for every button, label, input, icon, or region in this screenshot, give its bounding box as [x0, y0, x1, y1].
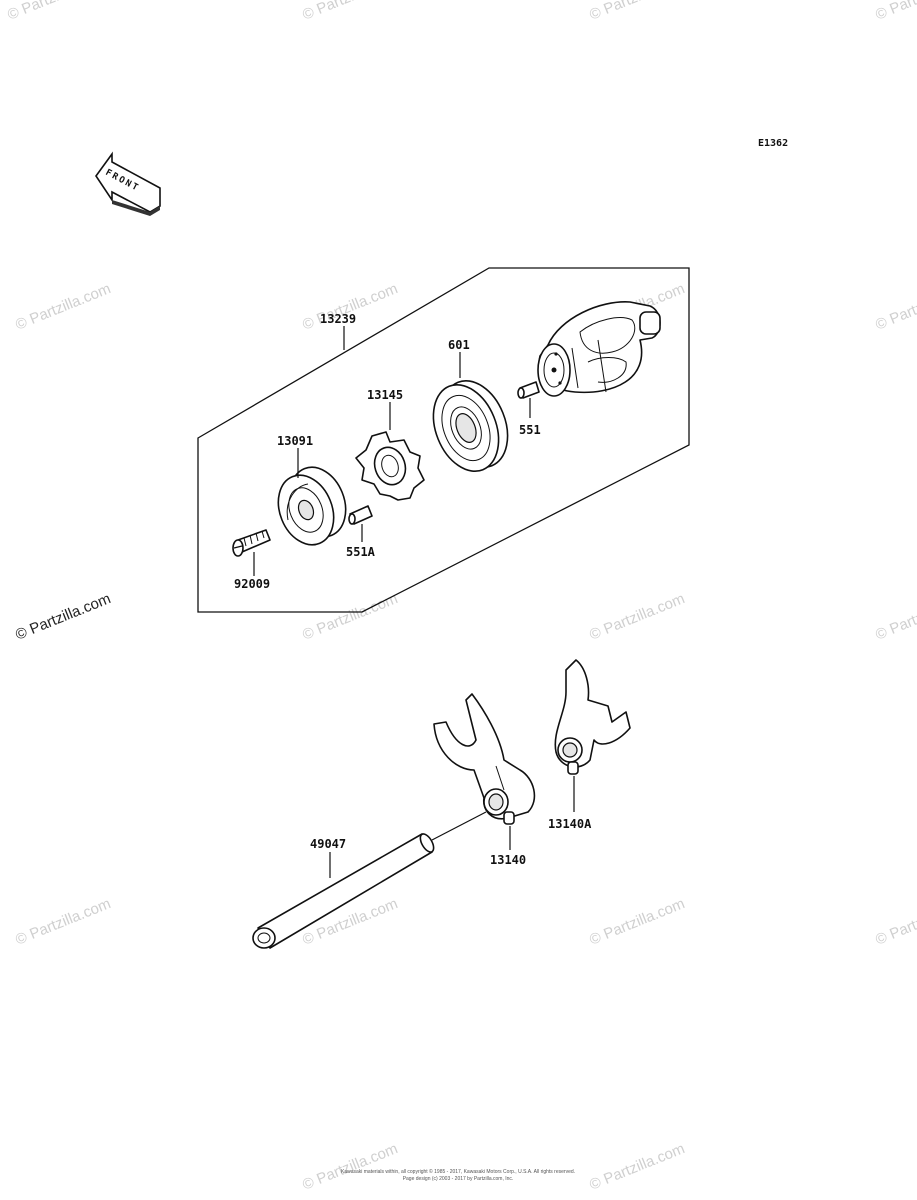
- part-label-92009: 92009: [234, 577, 270, 591]
- part-label-551a: 551A: [346, 545, 376, 559]
- bearing-601: [432, 379, 509, 473]
- part-label-13239: 13239: [320, 312, 356, 326]
- part-label-13140: 13140: [490, 853, 526, 867]
- shift-drum: [537, 301, 661, 397]
- diagram-code: E1362: [758, 138, 788, 149]
- copyright-line: Page design (c) 2003 - 2017 by Partzilla…: [403, 1176, 514, 1182]
- part-label-13140a: 13140A: [548, 817, 592, 831]
- part-label-551: 551: [519, 423, 541, 437]
- watermark: © Partzilla.com: [13, 590, 113, 644]
- assembly-outline: [197, 267, 690, 613]
- watermark: © Partzilla.com: [587, 0, 687, 24]
- watermark: © Partzilla.com: [300, 1140, 400, 1194]
- copyright-line: Kawasaki materials within, all copyright…: [341, 1168, 575, 1175]
- part-label-13091: 13091: [277, 434, 313, 448]
- watermark: © Partzilla.com: [873, 280, 917, 334]
- watermark: © Partzilla.com: [587, 1140, 687, 1194]
- watermark: © Partzilla.com: [587, 590, 687, 644]
- part-label-13145: 13145: [367, 388, 403, 402]
- watermark: © Partzilla.com: [13, 280, 113, 334]
- shift-fork-13140a: [554, 659, 631, 775]
- watermark: © Partzilla.com: [13, 895, 113, 949]
- watermark: © Partzilla.com: [873, 895, 917, 949]
- watermark: © Partzilla.com: [873, 590, 917, 644]
- pin-551a: [348, 505, 373, 525]
- cam-plate-13091: [277, 466, 347, 546]
- star-plate-13145: [355, 431, 425, 501]
- shift-fork-13140: [433, 693, 536, 825]
- pin-551: [517, 381, 540, 399]
- front-arrow-icon: FRONT: [95, 151, 161, 216]
- watermark: © Partzilla.com: [300, 590, 400, 644]
- watermark: © Partzilla.com: [5, 0, 105, 24]
- watermark: © Partzilla.com: [587, 895, 687, 949]
- shift-rod-49047: [252, 833, 435, 949]
- part-label-601: 601: [448, 338, 470, 352]
- watermark: © Partzilla.com: [873, 0, 917, 24]
- part-label-49047: 49047: [310, 837, 346, 851]
- watermark: © Partzilla.com: [300, 0, 400, 24]
- bolt-92009: [232, 529, 271, 557]
